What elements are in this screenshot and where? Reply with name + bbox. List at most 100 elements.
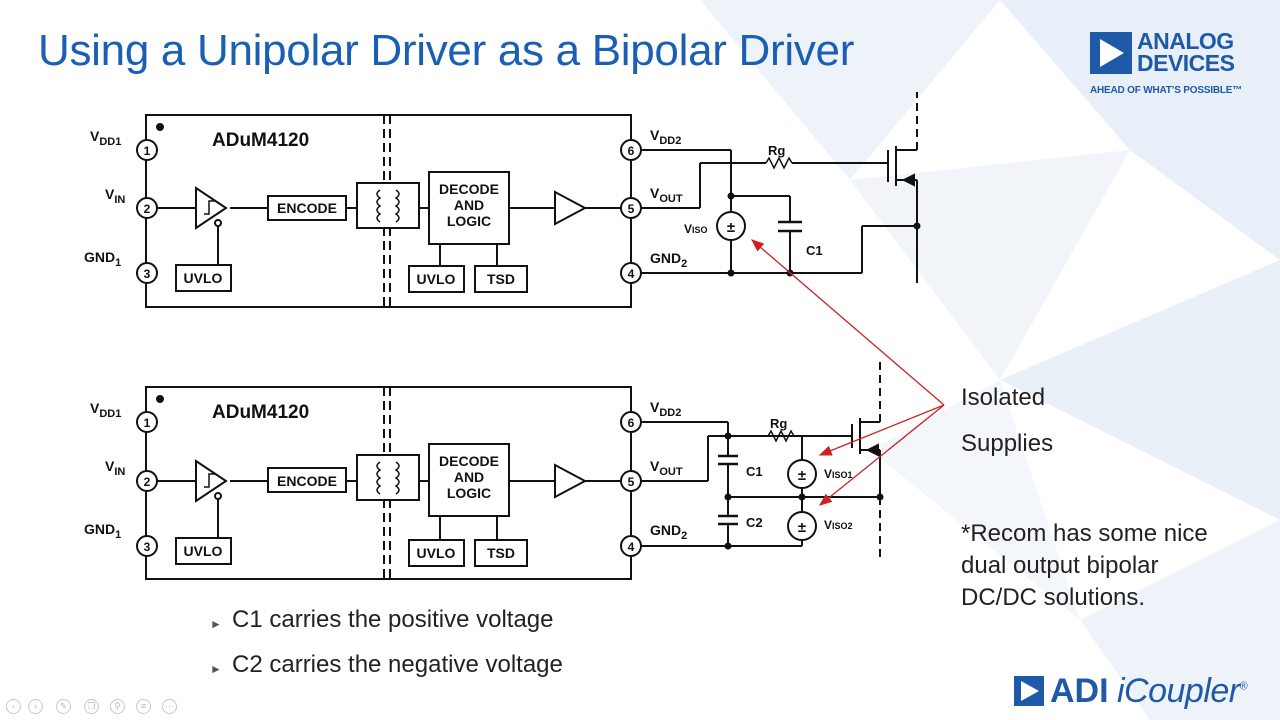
uvlo-right-label-bottom: UVLO	[417, 545, 456, 561]
pen-icon[interactable]: ✎	[56, 699, 71, 714]
pin-3-top	[136, 262, 158, 284]
pin-label-vin-bottom: VIN	[105, 458, 125, 478]
chip-name-top: ADuM4120	[212, 130, 309, 151]
diagram-bottom-labels: ADuM4120 VDD1 VIN GND1 1 2 3 6 5 4 VDD2 …	[84, 399, 853, 561]
transformer-top	[356, 182, 420, 229]
output-buffer-top	[554, 190, 588, 226]
viso-label-top: VISO	[684, 222, 708, 236]
diagram-top	[136, 92, 921, 308]
adi-icoupler-logo: ADI iCoupler®	[1014, 672, 1254, 712]
output-buffer-bottom	[554, 463, 588, 499]
tsd-label-top: TSD	[487, 271, 515, 287]
copy-icon[interactable]: ❐	[84, 699, 99, 714]
footer-product-name: iCoupler	[1117, 672, 1240, 710]
brand-name: ANALOG DEVICES	[1137, 28, 1267, 76]
decode-logic-block-bottom	[428, 443, 510, 517]
rg-resistor-top	[765, 156, 793, 170]
tsd-label-bottom: TSD	[487, 545, 515, 561]
pin-label-vdd2-top: VDD2	[650, 127, 681, 147]
brand-name-line1: ANALOG	[1137, 28, 1234, 54]
tsd-block-bottom	[474, 539, 528, 567]
uvlo-left-label-top: UVLO	[184, 270, 223, 286]
pin-num-1-top: 1	[144, 144, 151, 158]
bullet-text-1: C1 carries the positive voltage	[232, 606, 554, 633]
footer-product: iCoupler®	[1117, 672, 1248, 711]
bullet-text-2: C2 carries the negative voltage	[232, 651, 563, 678]
rg-label-bottom: Rg	[770, 416, 787, 431]
viso1-pm-bottom: ±	[798, 467, 806, 484]
encode-label-bottom: ENCODE	[277, 473, 337, 489]
pin-num-6-bottom: 6	[628, 416, 635, 430]
isolated-supplies-label-line2: Supplies	[961, 430, 1054, 457]
pin-label-vdd1-bottom: VDD1	[90, 400, 121, 420]
uvlo-right-label-top: UVLO	[417, 271, 456, 287]
pin-num-5-top: 5	[628, 202, 635, 216]
brand-tagline: AHEAD OF WHAT’S POSSIBLE™	[1090, 85, 1243, 96]
uvlo-block-right-top	[408, 265, 465, 293]
pin1-dot-bottom	[156, 395, 164, 403]
c1-label-bottom: C1	[746, 464, 763, 479]
decode-label2-top: AND	[454, 197, 484, 213]
menu-icon[interactable]: ≡	[136, 699, 151, 714]
bullet-arrow-icon: ►	[210, 662, 222, 676]
pin-1-bottom	[136, 411, 158, 433]
pin-label-vout-bottom: VOUT	[650, 458, 683, 478]
pin-3-bottom	[136, 535, 158, 557]
adi-triangle-icon	[1014, 676, 1044, 706]
analog-devices-logo: ANALOG DEVICES AHEAD OF WHAT’S POSSIBLE™	[1090, 30, 1260, 102]
pin-num-2-top: 2	[144, 202, 151, 216]
brand-name-line2: DEVICES	[1137, 50, 1235, 76]
pin-num-4-top: 4	[628, 267, 635, 281]
adi-triangle-icon	[1090, 32, 1132, 74]
decode-label1-top: DECODE	[439, 181, 499, 197]
arrow-to-viso-top	[751, 239, 945, 406]
rg-resistor-bottom	[767, 429, 795, 443]
diagram-top-labels: ADuM4120 VDD1 VIN GND1 1 2 3 6 5 4 VDD2 …	[84, 127, 823, 287]
pin-label-vdd1-top: VDD1	[90, 128, 121, 148]
viso2-label-bottom: VISO2	[824, 518, 853, 532]
note-line3: DC/DC solutions.	[961, 584, 1146, 611]
more-icon[interactable]: ⋯	[162, 699, 177, 714]
diagram-bottom	[136, 360, 884, 580]
footer-company: ADI	[1050, 672, 1109, 710]
footer-reg: ®	[1239, 680, 1248, 693]
c1-label-top: C1	[806, 243, 823, 258]
viso-pm-top: ±	[727, 219, 735, 236]
isolated-supply-arrows	[751, 239, 945, 506]
uvlo-block-left-bottom	[175, 537, 232, 565]
back-icon[interactable]: ‹	[6, 699, 21, 714]
zoom-icon[interactable]: ⚲	[110, 699, 125, 714]
pin-num-4-bottom: 4	[628, 540, 635, 554]
uvlo-left-label-bottom: UVLO	[184, 543, 223, 559]
pin-label-gnd1-bottom: GND1	[84, 521, 121, 541]
bullet-arrow-icon: ►	[210, 617, 222, 631]
tsd-block-top	[474, 265, 528, 293]
uvlo-block-right-bottom	[408, 539, 465, 567]
forward-icon[interactable]: ›	[28, 699, 43, 714]
decode-label3-top: LOGIC	[447, 213, 491, 229]
encode-block-top	[267, 195, 347, 221]
pin1-dot	[156, 123, 164, 131]
pin-1-top	[136, 139, 158, 161]
rg-label-top: Rg	[768, 143, 785, 158]
pin-num-6-top: 6	[628, 144, 635, 158]
transformer-bottom	[356, 454, 420, 501]
encode-block-bottom	[267, 467, 347, 493]
decode-logic-block-top	[428, 171, 510, 245]
arrow-to-viso1	[818, 404, 945, 456]
pin-label-vin-top: VIN	[105, 186, 125, 206]
decode-label3-bottom: LOGIC	[447, 485, 491, 501]
note-line1: *Recom has some nice	[961, 520, 1208, 547]
viso1-label-bottom: VISO1	[824, 467, 853, 481]
pin-num-3-top: 3	[144, 267, 151, 281]
slide-title: Using a Unipolar Driver as a Bipolar Dri…	[38, 26, 855, 75]
note-line2: dual output bipolar	[961, 552, 1159, 579]
pin-num-2-bottom: 2	[144, 475, 151, 489]
schmitt-buffer-bottom	[195, 459, 228, 503]
schmitt-buffer-top	[195, 186, 228, 230]
pin-num-1-bottom: 1	[144, 416, 151, 430]
c2-label-bottom: C2	[746, 515, 763, 530]
pin-label-gnd2-top: GND2	[650, 250, 687, 270]
